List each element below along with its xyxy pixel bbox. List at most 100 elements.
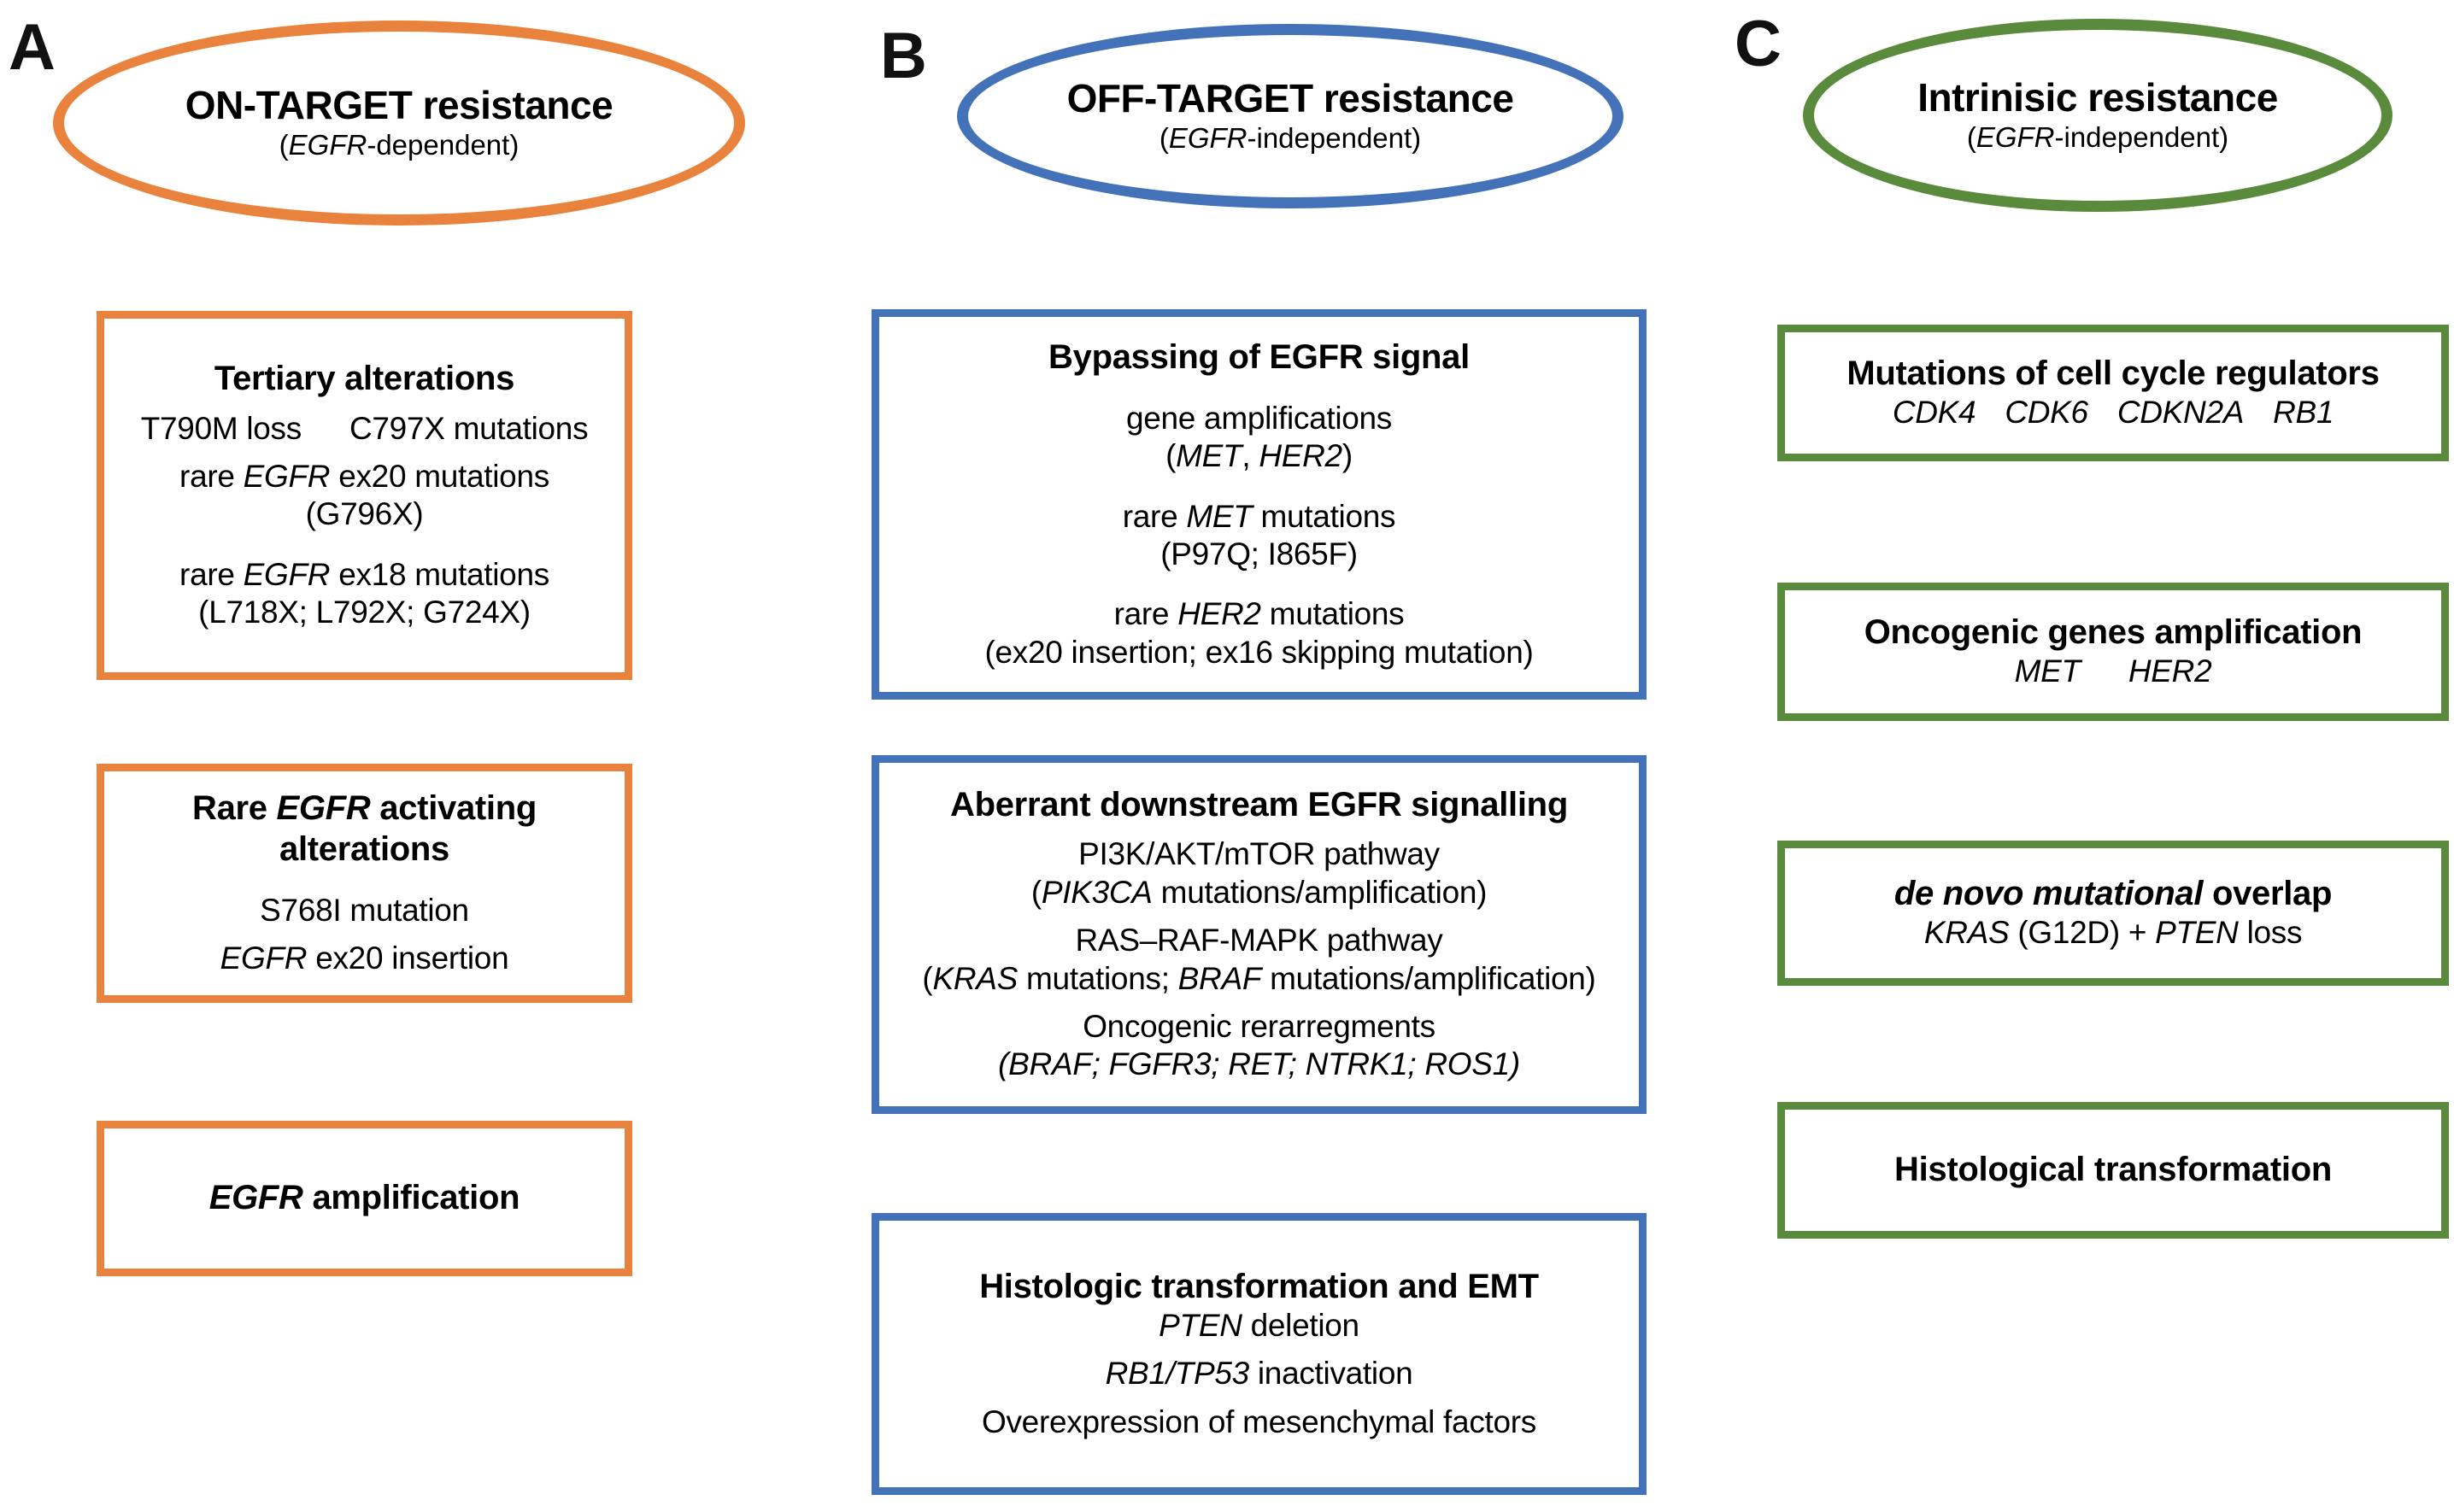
gene-cdk4: CDK4 [1892, 395, 1976, 431]
panel-letter-b: B [880, 20, 927, 92]
box-title: Aberrant downstream EGFR signalling [950, 786, 1568, 824]
gene-egfr: EGFR [288, 129, 367, 161]
panel-a-header-title: ON-TARGET resistance [185, 82, 614, 127]
box-rare-egfr-activating-alterations: Rare EGFR activating alterations S768I m… [97, 764, 632, 1003]
title-de-novo-mutational: de novo mutational [1893, 875, 2204, 913]
box-line-s768i: S768I mutation [260, 892, 469, 928]
paren-open: ( [279, 129, 289, 161]
gene-pik3ca: PIK3CA [1041, 874, 1153, 910]
suffix-deletion: deletion [1242, 1308, 1360, 1343]
box-title: Histologic transformation and EMT [979, 1267, 1539, 1305]
paren-open: ( [1966, 121, 1976, 154]
gene-egfr: EGFR [220, 941, 308, 976]
box-title: de novo mutational overlap [1893, 874, 2333, 914]
box-line-ras-raf-mapk: RAS–RAF-MAPK pathway [1075, 923, 1443, 958]
panel-b-header-ellipse: OFF-TARGET resistance (EGFR-independent) [957, 24, 1623, 208]
gene-rb1-tp53: RB1/TP53 [1105, 1356, 1250, 1392]
box-title: Mutations of cell cycle regulators [1846, 355, 2380, 393]
box-line-fusion-genes: (BRAF; FGFR3; RET; NTRK1; ROS1) [998, 1046, 1520, 1082]
gene-egfr: EGFR [276, 789, 371, 828]
box-egfr-amplification: EGFR amplification [97, 1121, 632, 1276]
box-bypassing-egfr-signal: Bypassing of EGFR signal gene amplificat… [872, 309, 1647, 700]
gene-kras: KRAS [932, 960, 1018, 996]
box-line-l718x-l792x-g724x: (L718X; L792X; G724X) [198, 595, 531, 630]
box-line-rare-her2-mutations: rare HER2 mutations [1114, 595, 1405, 633]
panel-letter-a: A [9, 11, 56, 84]
panel-a-header-ellipse: ON-TARGET resistance (EGFR-dependent) [53, 21, 745, 226]
gene-egfr: EGFR [243, 459, 331, 494]
t790m-loss: T790M loss [140, 410, 302, 446]
panel-b-off-target-resistance: B OFF-TARGET resistance (EGFR-independen… [863, 0, 1726, 1512]
box-line-t790m-c797x: T790M loss C797X mutations [141, 410, 589, 448]
subtitle-rest: -independent) [1247, 122, 1422, 155]
separator-g12d: (G12D) + [2009, 915, 2156, 951]
box-de-novo-mutational-overlap: de novo mutational overlap KRAS (G12D) +… [1777, 841, 2449, 986]
box-line-rare-met-mutations: rare MET mutations [1122, 498, 1396, 536]
box-line-pi3k-akt-mtor: PI3K/AKT/mTOR pathway [1078, 836, 1440, 872]
box-line-cell-cycle-genes: CDK4 CDK6 CDKN2A RB1 [1893, 394, 2334, 431]
gene-kras: KRAS [1923, 915, 2010, 951]
gene-pten: PTEN [2155, 915, 2239, 951]
box-line-pik3ca: (PIK3CA mutations/amplification) [1030, 874, 1488, 911]
suffix-amplification: amplification [302, 1179, 520, 1217]
box-title: Oncogenic genes amplification [1864, 613, 2363, 652]
suffix-mutations: mutations [1252, 498, 1396, 534]
gene-her2: HER2 [1259, 438, 1342, 474]
gene-egfr: EGFR [1976, 121, 2055, 154]
panel-letter-c: C [1735, 8, 1782, 80]
panel-a-header-subtitle: (EGFR-dependent) [279, 129, 520, 161]
box-title-line2: alterations [279, 829, 449, 868]
box-line-oncogenic-rearrangements: Oncogenic rerarregments [1083, 1008, 1435, 1044]
box-line-mesenchymal-factors: Overexpression of mesenchymal factors [982, 1404, 1536, 1439]
suffix-mutations-amplification: mutations/amplification) [1152, 874, 1488, 910]
box-title: Histological transformation [1894, 1151, 2332, 1189]
suffix-activating: activating [370, 789, 537, 828]
panel-c-intrinsic-resistance: C Intrinisic resistance (EGFR-independen… [1726, 0, 2454, 1512]
subtitle-rest: -dependent) [367, 129, 520, 161]
paren-open: ( [922, 960, 933, 996]
suffix-inactivation: inactivation [1248, 1356, 1413, 1392]
suffix-loss: loss [2238, 915, 2303, 951]
c797x-mutations: C797X mutations [349, 410, 589, 446]
box-title: EGFR amplification [209, 1178, 520, 1218]
suffix-mutations: mutations [1260, 596, 1405, 632]
gene-her2: HER2 [2128, 653, 2212, 689]
box-line-egfr-ex20-insertion: EGFR ex20 insertion [220, 940, 509, 977]
gene-cdk6: CDK6 [2005, 395, 2088, 431]
panel-b-header-title: OFF-TARGET resistance [1066, 75, 1514, 120]
paren-close: ) [1341, 438, 1353, 474]
paren-open: ( [1159, 122, 1169, 155]
gene-met: MET [1176, 438, 1242, 474]
panel-c-header-title: Intrinisic resistance [1917, 74, 2278, 120]
box-title: Bypassing of EGFR signal [1048, 337, 1470, 376]
paren-open: ( [1165, 438, 1177, 474]
box-line-rare-egfr-ex20: rare EGFR ex20 mutations [179, 458, 549, 495]
box-title: Tertiary alterations [214, 360, 515, 398]
gene-met: MET [1186, 498, 1253, 534]
paren-open: ( [1030, 874, 1042, 910]
gene-egfr: EGFR [208, 1179, 303, 1217]
separator: , [1242, 438, 1259, 474]
gene-cdkn2a: CDKN2A [2116, 395, 2245, 431]
gene-egfr: EGFR [243, 556, 331, 592]
prefix-rare: rare [179, 556, 244, 592]
subtitle-rest: -independent) [2054, 121, 2229, 154]
gene-pten: PTEN [1159, 1308, 1242, 1343]
suffix-ex18-mutations: ex18 mutations [330, 556, 549, 592]
box-line-gene-amplifications: gene amplifications [1125, 400, 1393, 436]
panel-c-header-ellipse: Intrinisic resistance (EGFR-independent) [1803, 19, 2392, 212]
box-histological-transformation: Histological transformation [1777, 1102, 2449, 1239]
gene-rb1: RB1 [2273, 395, 2334, 431]
box-title-line1: Rare EGFR activating [192, 788, 537, 829]
box-line-met-her2: (MET, HER2) [1165, 437, 1353, 475]
box-line-g796x: (G796X) [305, 496, 424, 532]
panel-c-header-subtitle: (EGFR-independent) [1967, 121, 2228, 154]
box-line-kras-pten: KRAS (G12D) + PTEN loss [1923, 914, 2303, 952]
suffix-mutations-amplification: mutations/amplification) [1261, 960, 1596, 996]
panel-a-on-target-resistance: A ON-TARGET resistance (EGFR-dependent) … [0, 0, 863, 1512]
box-line-pten-deletion: PTEN deletion [1159, 1307, 1359, 1345]
prefix-rare: rare [1122, 498, 1187, 534]
box-line-ex20-ex16: (ex20 insertion; ex16 skipping mutation) [984, 634, 1534, 670]
